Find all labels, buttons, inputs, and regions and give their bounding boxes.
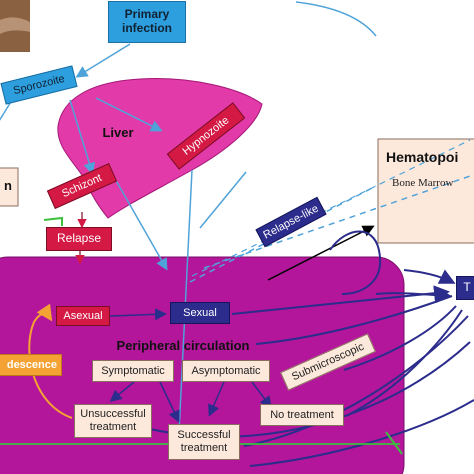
sexual-node: Sexual [170,302,230,324]
hematopoiesis-title: Hematopoi [386,148,459,165]
arrow-black-bone-marrow [267,225,375,281]
arrow-symptomatic-unsuccessful [109,381,135,402]
relapse-like-loop [329,230,382,295]
asymptomatic-node: Asymptomatic [182,360,270,382]
left-partial-box [0,167,19,207]
asexual-node: Asexual [56,306,110,326]
transmission-node-partial: T [456,276,474,300]
symptomatic-node: Symptomatic [92,360,174,382]
arrow-liver-circulation [109,169,168,271]
arrow-sporozoite-schizont [69,99,96,175]
arrow-loop-transmission [375,287,452,304]
green-inhibitor-liver [43,216,63,226]
arrow-asymptomatic-successful [208,381,225,417]
arrow-bottom-transmission [249,399,474,467]
green-inhibitor-bottom [385,431,403,455]
arrow-notreatment-transmission [345,309,463,417]
arrow-asexual-sexual [109,308,167,321]
arrow-top-right [295,1,377,37]
bone-marrow-label: Bone Marrow [392,176,454,189]
arrow-sporozoite-left [0,99,13,121]
arrow-submicroscopic-transmission [343,305,457,371]
relapse-node: Relapse [46,227,112,251]
arrow-asymptomatic-notreatment [251,381,272,409]
arrow-asymptomatic-transmission [255,295,453,345]
liver-shape [57,78,263,219]
dashed-relapse-like-2 [203,175,471,269]
no-treatment-node: No treatment [260,404,344,426]
arrow-successful-transmission [243,315,469,447]
peripheral-circulation-title: Peripheral circulation [116,337,250,353]
left-partial-label: n [4,177,12,193]
dashed-relapse-like-3 [191,139,471,277]
arrow-sporozoite-hypnozoite [95,97,163,132]
liver-title: Liver [102,124,134,140]
arrow-infection-sporozoite [75,43,131,78]
primary-infection-node: Primary infection [108,1,186,43]
recrudescence-node: descence [0,354,62,376]
arrow-recrudescence-loop [28,303,73,419]
arrow-hypnozoite-down [199,171,247,229]
photo-detail [0,17,30,34]
successful-treatment-node: Successful treatment [168,424,240,460]
unsuccessful-treatment-node: Unsuccessful treatment [74,404,152,438]
arrow-symptomatic-successful [159,381,180,423]
arrow-upper-transmission [403,269,456,284]
arrow-sexual-transmission [231,285,450,315]
